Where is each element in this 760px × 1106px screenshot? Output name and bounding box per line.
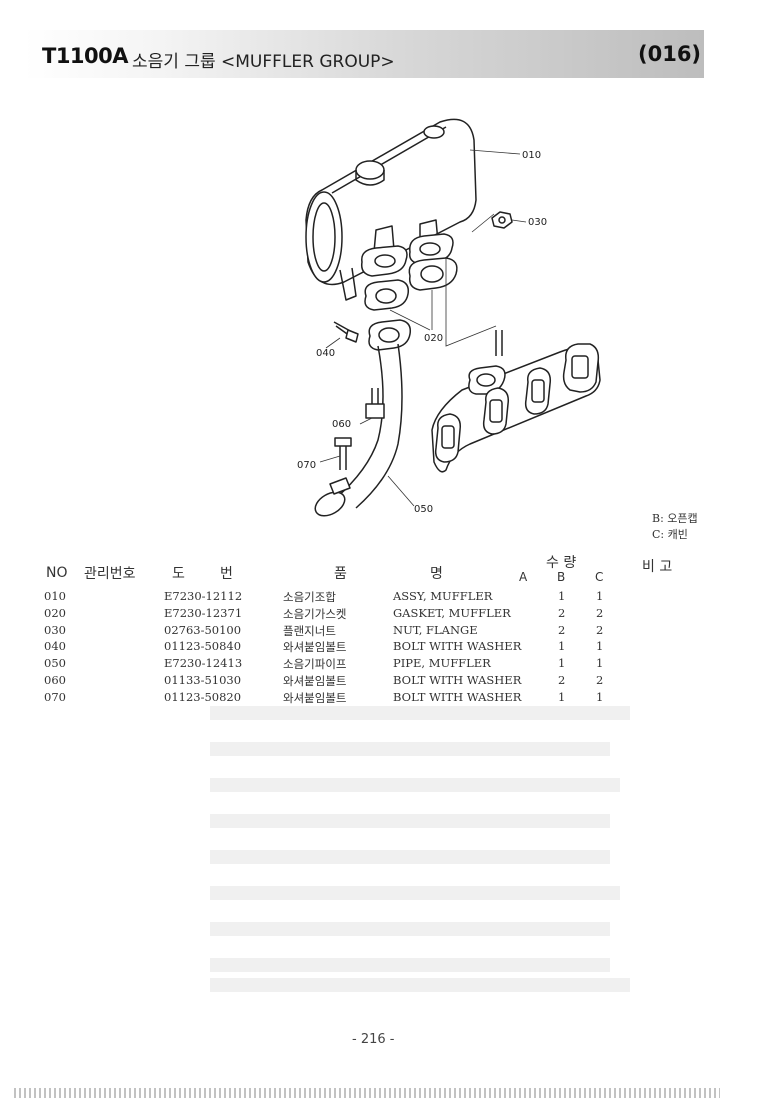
row-name-korean: 소음기조합 — [283, 590, 336, 604]
row-shade — [210, 706, 630, 720]
row-shade — [210, 814, 610, 828]
callout-010: 010 — [522, 150, 541, 161]
row-no: 030 — [44, 622, 66, 637]
page-number: - 216 - — [352, 1032, 395, 1047]
row-no: 060 — [44, 673, 66, 687]
callout-060: 060 — [332, 419, 351, 430]
col-c: C — [595, 570, 604, 584]
col-no: NO — [46, 565, 68, 581]
legend-c: C: 캐빈 — [652, 528, 688, 541]
row-part-number: 02763-50100 — [164, 622, 242, 637]
row-name-english: BOLT WITH WASHER — [393, 689, 522, 704]
col-myeong: 명 — [430, 566, 443, 582]
row-name-korean: 소음기파이프 — [283, 657, 347, 672]
exhaust-pipe — [314, 343, 403, 517]
col-do: 도 — [172, 566, 185, 582]
parts-diagram: 010 030 020 040 060 070 050 — [297, 118, 601, 517]
col-mgmt: 관리번호 — [84, 566, 136, 582]
group-title: 소음기 그룹 <MUFFLER GROUP> — [132, 52, 395, 72]
col-b: B — [557, 570, 566, 584]
row-part-number: E7230-12371 — [164, 605, 243, 620]
flange-nut — [491, 211, 513, 229]
row-qty-b: 2 — [558, 673, 566, 687]
row-no: 040 — [44, 639, 66, 654]
row-name-english: BOLT WITH WASHER — [393, 639, 522, 654]
callout-030: 030 — [528, 217, 547, 228]
row-name-english: ASSY, MUFFLER — [393, 589, 493, 603]
row-shade — [210, 778, 620, 792]
row-name-english: NUT, FLANGE — [393, 622, 478, 637]
exhaust-manifold — [431, 330, 601, 473]
muffler-body — [305, 118, 477, 301]
row-qty-c: 1 — [596, 639, 604, 654]
row-shade — [210, 978, 630, 992]
row-part-number: 01123-50820 — [164, 689, 242, 704]
bolt-040 — [333, 321, 359, 343]
table-row: 060 01133-51030 와셔붙임볼트 BOLT WITH WASHER 2 2 — [0, 673, 760, 689]
table-row: 070 01123-50820 와셔붙임볼트 BOLT WITH WASHER 1 1 — [0, 690, 760, 706]
bolt-060 — [365, 388, 385, 419]
legend-b: B: 오픈캡 — [652, 512, 698, 525]
row-name-korean: 와셔붙임볼트 — [283, 690, 347, 705]
callout-070: 070 — [297, 460, 316, 471]
row-name-korean: 플랜지너트 — [283, 623, 336, 638]
row-part-number: E7230-12413 — [164, 656, 243, 671]
table-row: 040 01123-50840 와셔붙임볼트 BOLT WITH WASHER 1 1 — [0, 639, 760, 655]
row-name-english: BOLT WITH WASHER — [393, 673, 522, 687]
row-shade — [210, 850, 610, 864]
header-band — [24, 30, 704, 78]
row-no: 050 — [44, 656, 66, 671]
row-qty-b: 1 — [558, 689, 566, 704]
row-shade — [210, 958, 610, 972]
model-title: T1100A — [42, 44, 129, 68]
row-qty-b: 1 — [558, 639, 566, 654]
row-part-number: 01123-50840 — [164, 639, 242, 654]
col-qty: 수 량 — [546, 555, 577, 571]
bolt-070 — [334, 437, 352, 470]
row-no: 010 — [44, 589, 66, 603]
row-part-number: E7230-12112 — [164, 589, 243, 603]
row-qty-c: 2 — [596, 673, 604, 687]
row-name-korean: 와셔붙임볼트 — [283, 640, 347, 655]
col-beon: 번 — [220, 566, 233, 582]
row-qty-c: 1 — [596, 656, 604, 671]
row-name-korean: 소음기가스켓 — [283, 606, 347, 621]
row-name-english: PIPE, MUFFLER — [393, 656, 491, 671]
table-row: 010 E7230-12112 소음기조합 ASSY, MUFFLER 1 1 — [0, 589, 760, 605]
table-row: 020 E7230-12371 소음기가스켓 GASKET, MUFFLER 2 2 — [0, 606, 760, 622]
callout-050: 050 — [414, 504, 433, 515]
callout-020: 020 — [424, 333, 443, 344]
row-qty-b: 1 — [558, 656, 566, 671]
col-pum: 품 — [334, 566, 347, 582]
row-qty-c: 2 — [596, 622, 604, 637]
row-qty-b: 2 — [558, 605, 566, 620]
row-qty-b: 2 — [558, 622, 566, 637]
muffler-outlets — [360, 219, 454, 277]
row-shade — [210, 922, 610, 936]
row-name-english: GASKET, MUFFLER — [393, 605, 511, 620]
row-shade — [210, 886, 620, 900]
callout-040: 040 — [316, 348, 335, 359]
row-name-korean: 와셔붙임볼트 — [283, 674, 347, 688]
row-no: 070 — [44, 689, 66, 704]
row-part-number: 01133-51030 — [164, 673, 242, 687]
row-qty-b: 1 — [558, 589, 566, 603]
col-a: A — [519, 570, 528, 584]
group-code: (016) — [638, 42, 702, 66]
row-qty-c: 1 — [596, 589, 604, 603]
footer-strip — [14, 1088, 720, 1098]
col-bigo: 비 고 — [642, 559, 673, 575]
gaskets — [364, 257, 458, 351]
row-no: 020 — [44, 605, 66, 620]
row-shade — [210, 742, 610, 756]
table-row: 030 02763-50100 플랜지너트 NUT, FLANGE 2 2 — [0, 623, 760, 639]
row-qty-c: 2 — [596, 605, 604, 620]
row-qty-c: 1 — [596, 689, 604, 704]
table-row: 050 E7230-12413 소음기파이프 PIPE, MUFFLER 1 1 — [0, 656, 760, 672]
